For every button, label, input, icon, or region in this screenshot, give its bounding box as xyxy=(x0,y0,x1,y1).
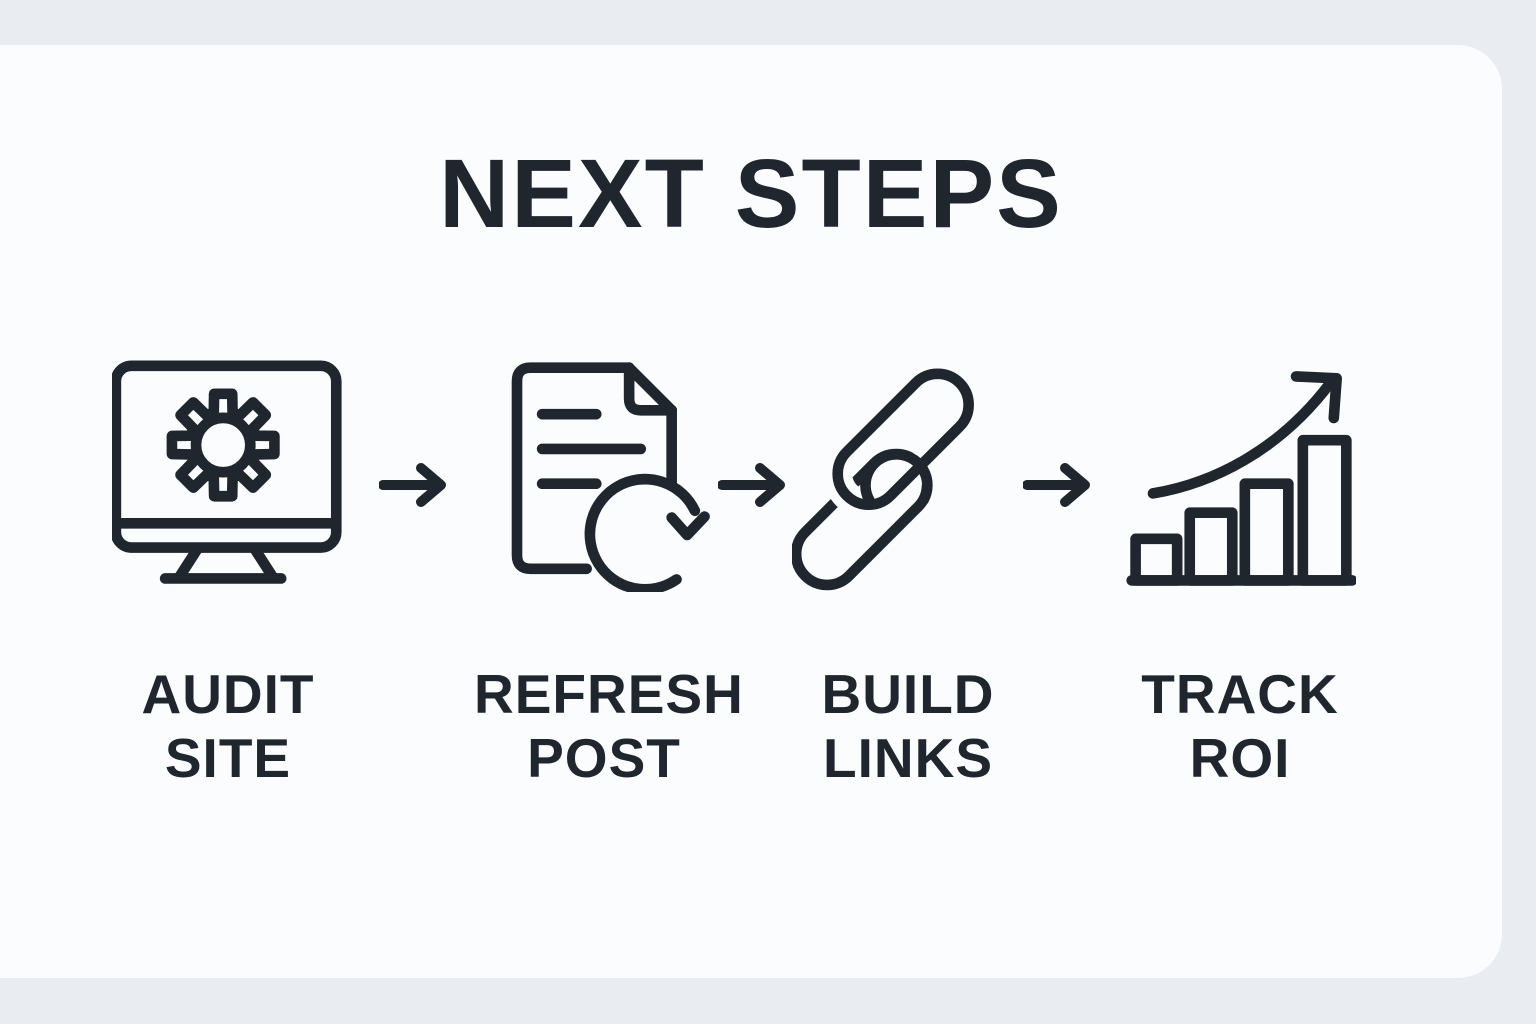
step-label: REFRESH POST xyxy=(474,663,744,789)
step-refresh-post: REFRESH POST xyxy=(474,360,744,790)
chain-links-icon xyxy=(792,360,984,591)
bar-chart-growth-icon xyxy=(1126,371,1356,586)
step-label: AUDIT SITE xyxy=(141,663,315,789)
step-audit-site: AUDIT SITE xyxy=(98,360,358,790)
monitor-gear-icon xyxy=(112,360,342,584)
step-track-roi: TRACK ROI xyxy=(1110,360,1370,790)
step-label: BUILD LINKS xyxy=(821,663,995,789)
right-arrow-icon xyxy=(378,455,449,520)
document-refresh-icon xyxy=(511,362,710,592)
step-label: TRACK ROI xyxy=(1141,663,1339,789)
page-title: NEXT STEPS xyxy=(439,139,1063,248)
right-arrow-icon xyxy=(717,455,788,520)
content-card xyxy=(0,45,1502,978)
step-build-links: BUILD LINKS xyxy=(778,360,1038,790)
right-arrow-icon xyxy=(1022,455,1093,520)
